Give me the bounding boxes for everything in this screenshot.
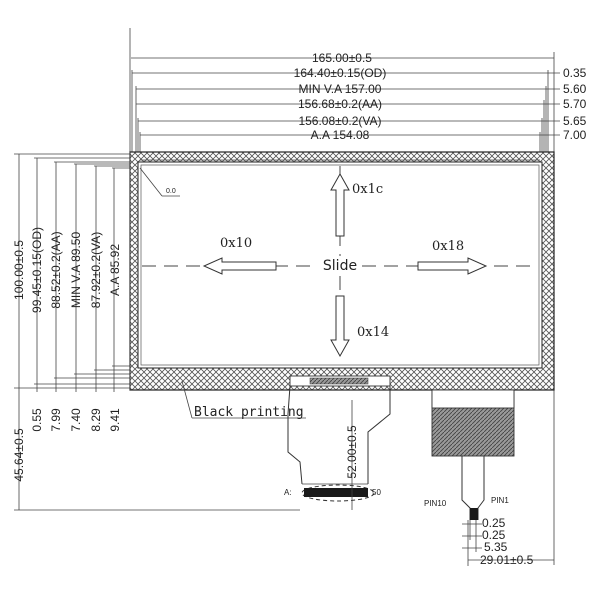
arrow-left-icon	[202, 257, 277, 275]
bottom-dim-0: 0.25	[482, 516, 506, 530]
slide-label: Slide	[323, 258, 357, 274]
slide-label-bg	[318, 256, 362, 274]
fpc-pin-50-label: 50	[372, 488, 381, 497]
top-dim-0: 165.00±0.5	[312, 51, 372, 65]
left-dim-4-bottom: 9.41	[108, 408, 122, 432]
touch-fpc	[431, 389, 515, 520]
corner-marker: 0.0	[139, 167, 180, 197]
top-dimension-lines	[129, 28, 560, 565]
left-dim-2-bottom: 7.40	[69, 408, 83, 432]
direction-up-code: 0x1c	[352, 182, 383, 197]
fpc-pin-a-label: A:	[284, 488, 292, 497]
left-dimension-lines	[14, 153, 138, 510]
top-dim-1: 164.40±0.15(OD)	[294, 66, 387, 80]
black-printing-callout: Black printing	[181, 380, 306, 420]
top-dim-4: 156.08±0.2(VA)	[298, 114, 381, 128]
top-dim-4-right: 5.65	[563, 114, 587, 128]
top-dim-2-right: 5.60	[563, 82, 587, 96]
top-dim-3: 156.68±0.2(AA)	[298, 97, 382, 111]
side-height-dim: 45.64±0.5	[12, 428, 26, 482]
corner-mark-label: 0.0	[166, 188, 176, 195]
left-dim-0-bottom: 0.55	[30, 408, 44, 432]
top-dim-5-right: 7.00	[563, 128, 587, 142]
pin1-label: PIN1	[491, 496, 509, 505]
bottom-right-dim-lines	[462, 520, 554, 566]
top-dim-1-right: 0.35	[563, 66, 587, 80]
left-dim-1-bottom: 7.99	[49, 408, 63, 432]
top-dim-3-right: 5.70	[563, 97, 587, 111]
arrow-right-icon	[417, 257, 488, 275]
black-printing-label: Black printing	[194, 405, 304, 420]
left-dim-3: MIN V.A 89.50	[69, 232, 83, 309]
top-dim-5: A.A 154.08	[311, 128, 370, 142]
direction-right-code: 0x18	[432, 239, 464, 254]
fpc-cable	[287, 375, 391, 510]
left-dim-5: A.A 85.92	[108, 244, 122, 296]
top-dim-2: MIN V.A 157.00	[299, 82, 382, 96]
arrow-down-icon	[330, 295, 350, 358]
left-dim-2: 88.52±0.2(AA)	[49, 231, 63, 308]
left-dim-3-bottom: 8.29	[89, 408, 103, 432]
direction-left-code: 0x10	[220, 236, 252, 251]
left-dim-4: 87.92±0.2(VA)	[89, 232, 103, 308]
left-dim-1: 99.45±0.15(OD)	[30, 227, 44, 313]
bottom-dim-2: 5.35	[484, 540, 508, 554]
bottom-dim-1: 0.25	[482, 528, 506, 542]
arrow-up-icon	[330, 172, 350, 237]
direction-down-code: 0x14	[357, 325, 389, 340]
bottom-dim-3: 29.01±0.5	[480, 553, 534, 567]
fpc-length-dim: 52.00±0.5	[345, 425, 359, 479]
left-dim-0: 100.00±0.5	[12, 240, 26, 300]
pin10-label: PIN10	[424, 499, 447, 508]
